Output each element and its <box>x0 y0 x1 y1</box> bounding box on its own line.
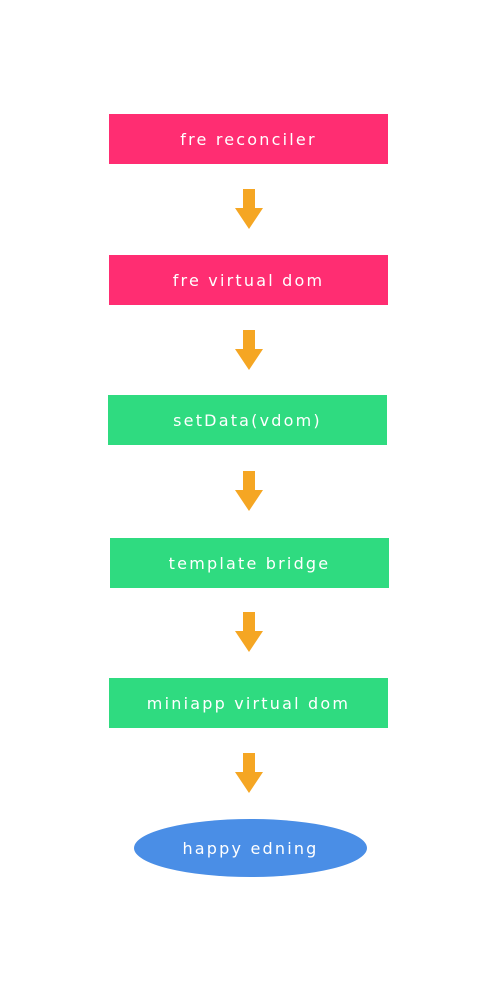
flow-step-label: fre virtual dom <box>172 270 325 290</box>
arrow-down-icon <box>235 189 263 229</box>
arrow-down-icon <box>235 612 263 652</box>
flow-step-label: fre reconciler <box>180 129 317 149</box>
flow-step-setdata: setData(vdom) <box>108 395 387 445</box>
arrow-down-icon <box>235 330 263 370</box>
arrow-down-icon <box>235 471 263 511</box>
flow-step-label: template bridge <box>168 553 331 573</box>
flow-step-label: happy edning <box>182 838 319 858</box>
flow-step-fre-virtual-dom: fre virtual dom <box>109 255 388 305</box>
flow-end-happy-edning: happy edning <box>134 819 367 877</box>
flow-step-miniapp-virtual-dom: miniapp virtual dom <box>109 678 388 728</box>
flow-step-template-bridge: template bridge <box>110 538 389 588</box>
flow-step-label: miniapp virtual dom <box>146 693 351 713</box>
arrow-down-icon <box>235 753 263 793</box>
flow-step-label: setData(vdom) <box>173 410 322 430</box>
flow-step-fre-reconciler: fre reconciler <box>109 114 388 164</box>
